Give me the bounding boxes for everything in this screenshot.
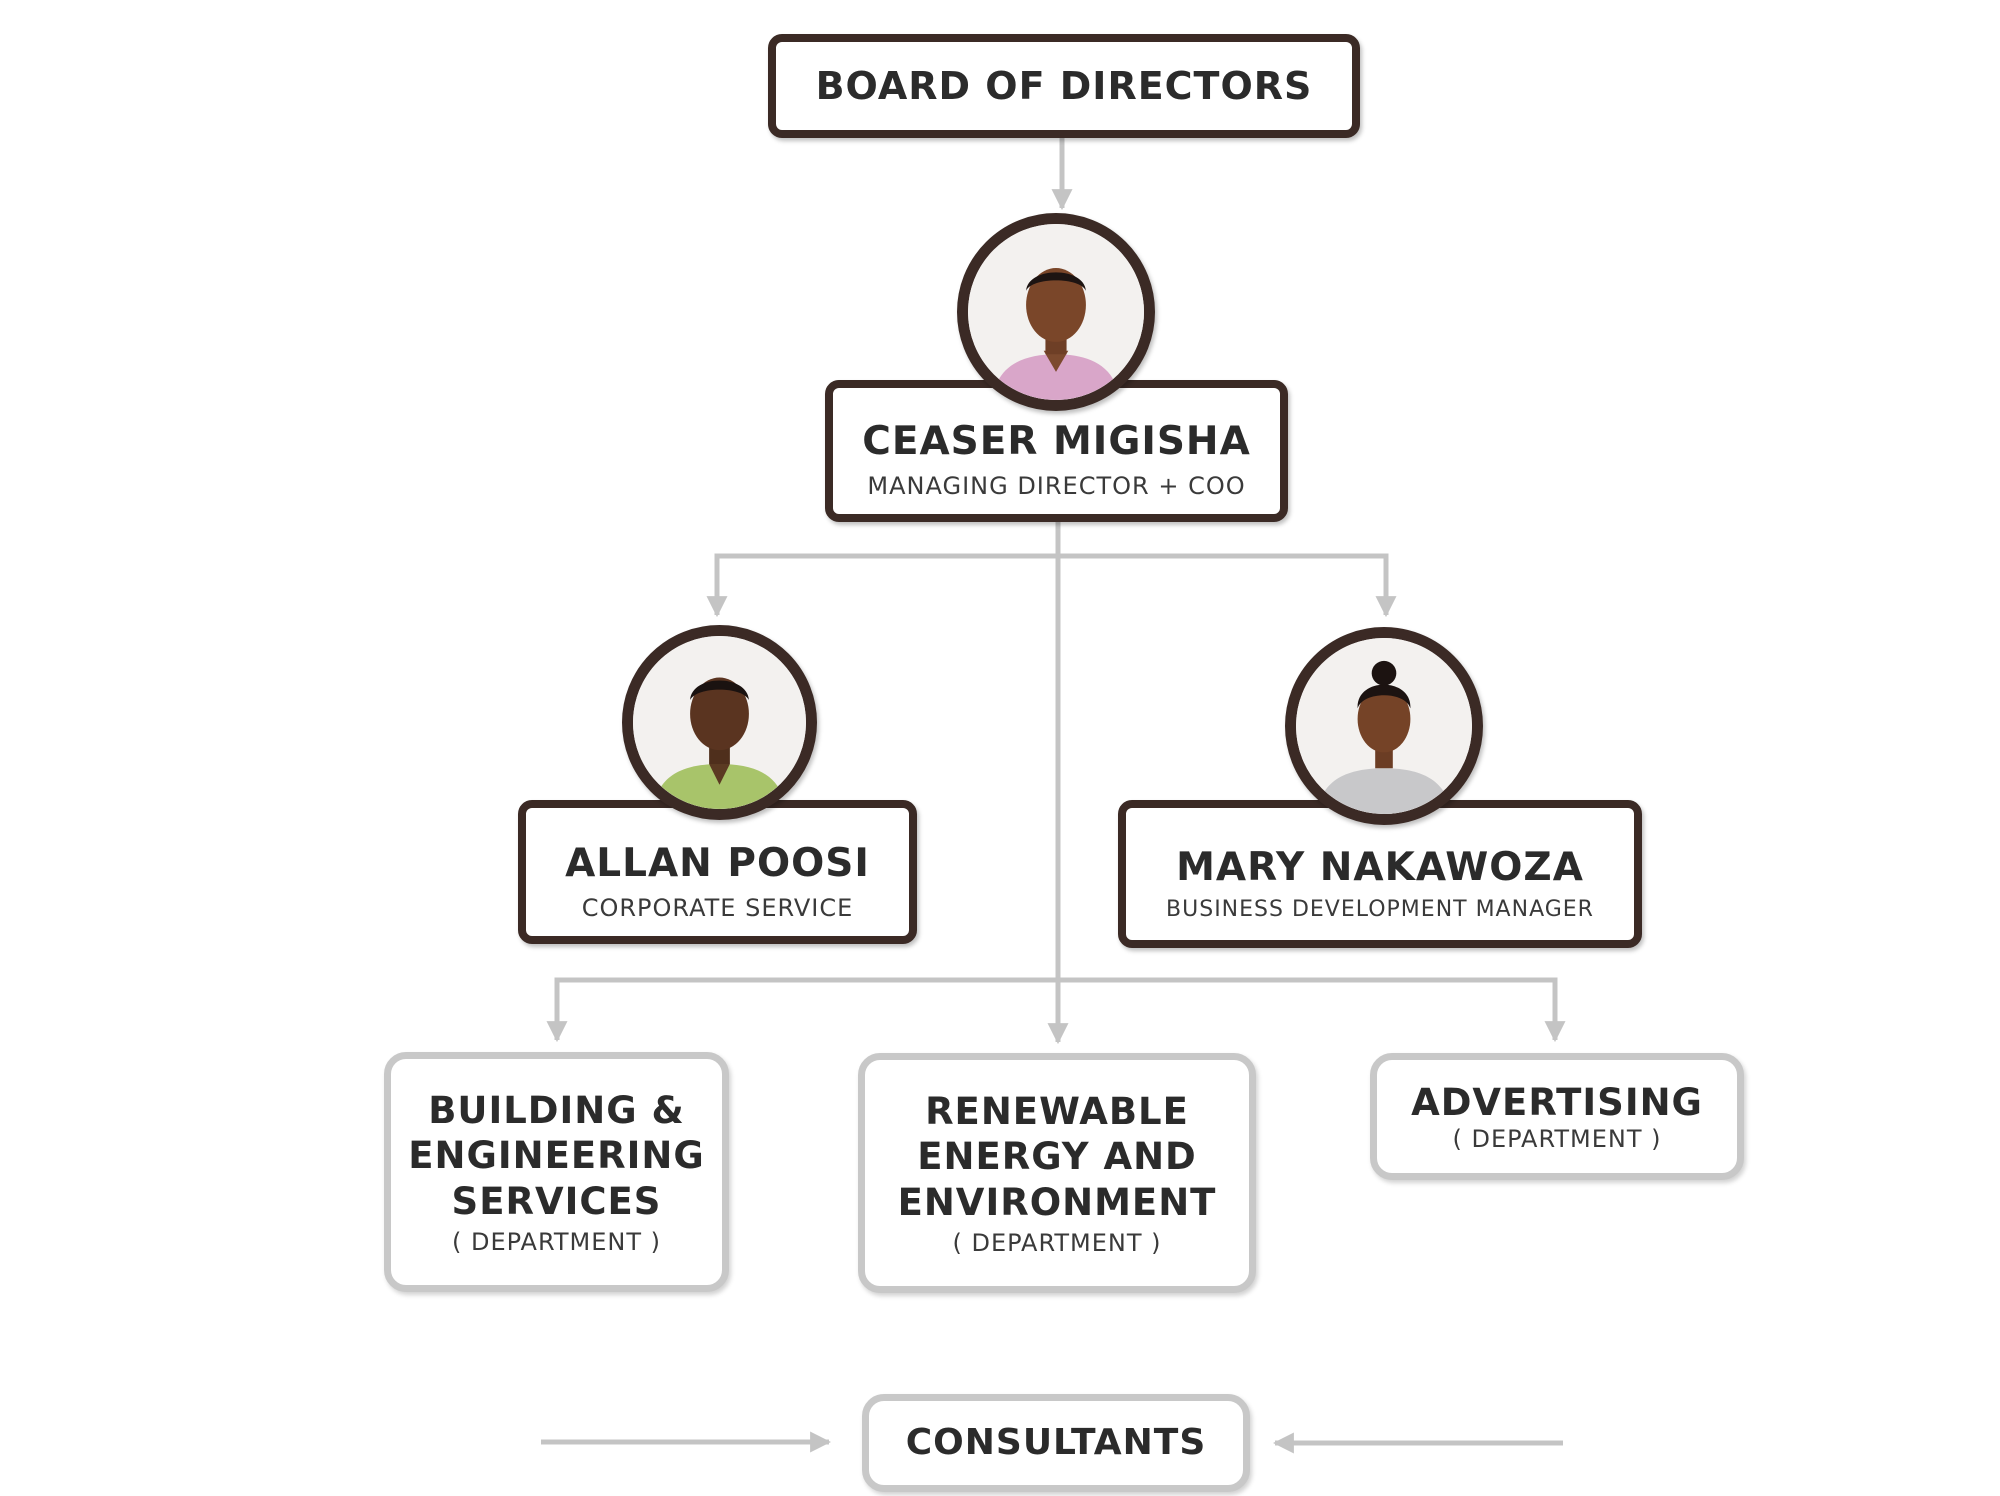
board-of-directors-box: BOARD OF DIRECTORS: [768, 34, 1360, 138]
consultants-box: CONSULTANTS: [862, 1394, 1250, 1492]
building-line2: ENGINEERING: [408, 1134, 705, 1178]
renewable-line1: RENEWABLE: [925, 1090, 1189, 1134]
renewable-dept-tag: ( DEPARTMENT ): [952, 1228, 1162, 1257]
department-advertising-box: ADVERTISING ( DEPARTMENT ): [1370, 1053, 1744, 1180]
person-photo-icon: [1296, 638, 1472, 814]
department-building-box: BUILDING & ENGINEERING SERVICES ( DEPART…: [384, 1052, 729, 1292]
md-name: CEASER MIGISHA: [862, 419, 1251, 465]
md-avatar: [957, 213, 1155, 411]
connector-to-advertising: [1058, 977, 1566, 1043]
department-renewable-box: RENEWABLE ENERGY AND ENVIRONMENT ( DEPAR…: [858, 1053, 1256, 1293]
person-photo-icon: [633, 636, 806, 809]
mary-name: MARY NAKAWOZA: [1176, 844, 1584, 890]
allan-name: ALLAN POOSI: [565, 841, 870, 887]
connector-md-to-mary: [1058, 553, 1397, 618]
allan-box: ALLAN POOSI CORPORATE SERVICE: [518, 800, 917, 944]
mary-role: BUSINESS DEVELOPMENT MANAGER: [1166, 897, 1594, 923]
renewable-line3: ENVIRONMENT: [897, 1180, 1217, 1224]
board-title: BOARD OF DIRECTORS: [815, 63, 1313, 108]
md-role: MANAGING DIRECTOR + COO: [867, 471, 1246, 500]
allan-role: CORPORATE SERVICE: [581, 893, 854, 922]
allan-avatar: [622, 625, 817, 820]
consultants-title: CONSULTANTS: [905, 1422, 1207, 1464]
advertising-dept-tag: ( DEPARTMENT ): [1452, 1125, 1662, 1154]
building-dept-tag: ( DEPARTMENT ): [451, 1227, 662, 1256]
person-photo-icon: [968, 224, 1144, 400]
connector-to-building: [546, 977, 1058, 1043]
building-line1: BUILDING &: [428, 1089, 685, 1133]
advertising-line1: ADVERTISING: [1411, 1080, 1703, 1124]
renewable-line2: ENERGY AND: [917, 1135, 1197, 1179]
connector-md-to-allan: [706, 553, 1058, 618]
mary-avatar: [1285, 627, 1483, 825]
building-line3: SERVICES: [451, 1179, 662, 1223]
